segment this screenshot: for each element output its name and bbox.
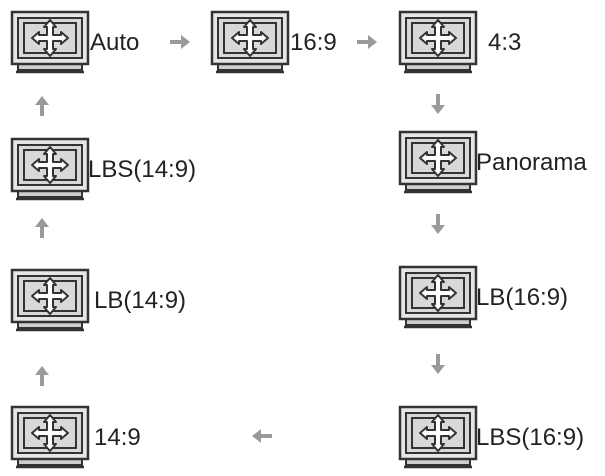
mode-label: 4:3 bbox=[488, 29, 522, 56]
arrow-up-icon bbox=[30, 364, 54, 388]
arrow-right-icon bbox=[168, 30, 192, 54]
tv-aspect-icon bbox=[210, 10, 290, 76]
arrow-down-icon bbox=[426, 212, 450, 236]
mode-label: LBS(14:9) bbox=[88, 156, 197, 183]
arrow-right-icon bbox=[355, 30, 379, 54]
mode-label: LBS(16:9) bbox=[476, 424, 585, 451]
tv-aspect-icon bbox=[398, 265, 478, 331]
tv-aspect-icon bbox=[10, 10, 90, 76]
tv-aspect-icon bbox=[10, 137, 90, 203]
mode-label: 14:9 bbox=[94, 424, 141, 451]
tv-aspect-icon bbox=[398, 130, 478, 196]
mode-label: LB(16:9) bbox=[476, 284, 569, 311]
tv-aspect-icon bbox=[398, 10, 478, 76]
tv-aspect-icon bbox=[398, 405, 478, 471]
arrow-left-icon bbox=[250, 424, 274, 448]
arrow-down-icon bbox=[426, 92, 450, 116]
arrow-up-icon bbox=[30, 216, 54, 240]
mode-label: LB(14:9) bbox=[94, 287, 187, 314]
mode-label: 16:9 bbox=[290, 29, 337, 56]
arrow-down-icon bbox=[426, 352, 450, 376]
mode-label: Panorama bbox=[476, 149, 587, 176]
tv-aspect-icon bbox=[10, 268, 90, 334]
mode-label: Auto bbox=[90, 29, 140, 56]
tv-aspect-icon bbox=[10, 405, 90, 471]
arrow-up-icon bbox=[30, 94, 54, 118]
